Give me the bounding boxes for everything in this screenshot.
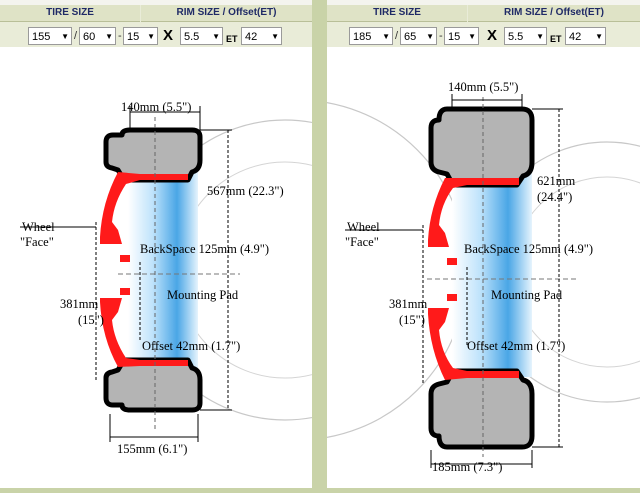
rim-mm-label: 381mm bbox=[389, 297, 428, 311]
rim-in-label: (15") bbox=[399, 313, 425, 327]
size-controls: TIRE SIZE RIM SIZE / Offset(ET) 155 ▼ / 6… bbox=[0, 5, 312, 47]
offset-label: Offset 42mm (1.7") bbox=[467, 339, 566, 353]
rim-diameter-select[interactable]: 15 ▼ bbox=[444, 27, 479, 45]
rim-diameter-value: 15 bbox=[448, 31, 461, 43]
offset-value: 42 bbox=[245, 31, 258, 43]
tire-size-header: TIRE SIZE bbox=[327, 5, 467, 22]
top-width-label: 140mm (5.5") bbox=[448, 80, 519, 94]
backspace-label: BackSpace 125mm (4.9") bbox=[140, 242, 270, 256]
wheel-cross-section bbox=[20, 106, 312, 442]
slash-separator: / bbox=[395, 30, 399, 42]
wheel-face-label-2: "Face" bbox=[345, 235, 379, 249]
wheel-panel-left: TIRE SIZE RIM SIZE / Offset(ET) 155 ▼ / 6… bbox=[0, 5, 312, 488]
wheel-face-label-2: "Face" bbox=[20, 235, 54, 249]
dash-separator: - bbox=[439, 30, 443, 42]
top-strip-left bbox=[0, 0, 312, 5]
bottom-width-label: 185mm (7.3") bbox=[432, 460, 503, 474]
aspect-ratio-value: 65 bbox=[404, 31, 417, 43]
offset-select[interactable]: 42 ▼ bbox=[565, 27, 606, 45]
aspect-ratio-select[interactable]: 60 ▼ bbox=[79, 27, 116, 45]
offset-label: Offset 42mm (1.7") bbox=[142, 339, 241, 353]
top-width-label: 140mm (5.5") bbox=[121, 100, 192, 114]
chevron-down-icon: ▼ bbox=[426, 32, 434, 41]
rim-size-header: RIM SIZE / Offset(ET) bbox=[468, 5, 640, 22]
size-controls: TIRE SIZE RIM SIZE / Offset(ET) 185 ▼ / 6… bbox=[327, 5, 640, 47]
mounting-pad-label: Mounting Pad bbox=[167, 288, 239, 302]
bottom-width-label: 155mm (6.1") bbox=[117, 442, 188, 456]
wheel-face-label-1: Wheel bbox=[347, 220, 380, 234]
rim-width-select[interactable]: 5.5 ▼ bbox=[504, 27, 547, 45]
wheel-face-label-1: Wheel bbox=[22, 220, 55, 234]
chevron-down-icon: ▼ bbox=[536, 32, 544, 41]
rim-diameter-value: 15 bbox=[127, 31, 140, 43]
times-separator: X bbox=[163, 27, 174, 44]
tire-width-select[interactable]: 155 ▼ bbox=[28, 27, 72, 45]
rim-width-value: 5.5 bbox=[508, 31, 524, 43]
offset-value: 42 bbox=[569, 31, 582, 43]
rim-mm-label: 381mm bbox=[60, 297, 99, 311]
chevron-down-icon: ▼ bbox=[212, 32, 220, 41]
et-label: ET bbox=[550, 34, 562, 44]
top-strip-right bbox=[327, 0, 640, 5]
chevron-down-icon: ▼ bbox=[147, 32, 155, 41]
slash-separator: / bbox=[74, 30, 78, 42]
chevron-down-icon: ▼ bbox=[105, 32, 113, 41]
wheel-diagram: 140mm (5.5") 621mm (24.4") Wheel "Face" … bbox=[327, 62, 640, 488]
mounting-pad-label: Mounting Pad bbox=[491, 288, 563, 302]
tire-width-value: 155 bbox=[32, 31, 51, 43]
rim-diameter-select[interactable]: 15 ▼ bbox=[123, 27, 158, 45]
tire-size-header: TIRE SIZE bbox=[0, 5, 140, 22]
diameter-mm-label: 567mm (22.3") bbox=[207, 184, 284, 198]
dash-separator: - bbox=[118, 30, 122, 42]
chevron-down-icon: ▼ bbox=[595, 32, 603, 41]
aspect-ratio-select[interactable]: 65 ▼ bbox=[400, 27, 437, 45]
tire-width-select[interactable]: 185 ▼ bbox=[349, 27, 393, 45]
rim-width-value: 5.5 bbox=[184, 31, 200, 43]
chevron-down-icon: ▼ bbox=[271, 32, 279, 41]
backspace-label: BackSpace 125mm (4.9") bbox=[464, 242, 594, 256]
et-label: ET bbox=[226, 34, 238, 44]
chevron-down-icon: ▼ bbox=[382, 32, 390, 41]
wheel-cross-section bbox=[327, 94, 640, 468]
rim-in-label: (15") bbox=[78, 313, 104, 327]
diameter-mm-label: 621mm bbox=[537, 174, 576, 188]
aspect-ratio-value: 60 bbox=[83, 31, 96, 43]
rim-size-header: RIM SIZE / Offset(ET) bbox=[141, 5, 312, 22]
offset-select[interactable]: 42 ▼ bbox=[241, 27, 282, 45]
times-separator: X bbox=[487, 27, 498, 44]
tire-width-value: 185 bbox=[353, 31, 372, 43]
chevron-down-icon: ▼ bbox=[468, 32, 476, 41]
chevron-down-icon: ▼ bbox=[61, 32, 69, 41]
wheel-diagram: 140mm (5.5") 567mm (22.3") Wheel "Face" … bbox=[0, 62, 312, 488]
rim-width-select[interactable]: 5.5 ▼ bbox=[180, 27, 223, 45]
wheel-panel-right: TIRE SIZE RIM SIZE / Offset(ET) 185 ▼ / 6… bbox=[327, 5, 640, 488]
diameter-in-label: (24.4") bbox=[537, 190, 573, 204]
